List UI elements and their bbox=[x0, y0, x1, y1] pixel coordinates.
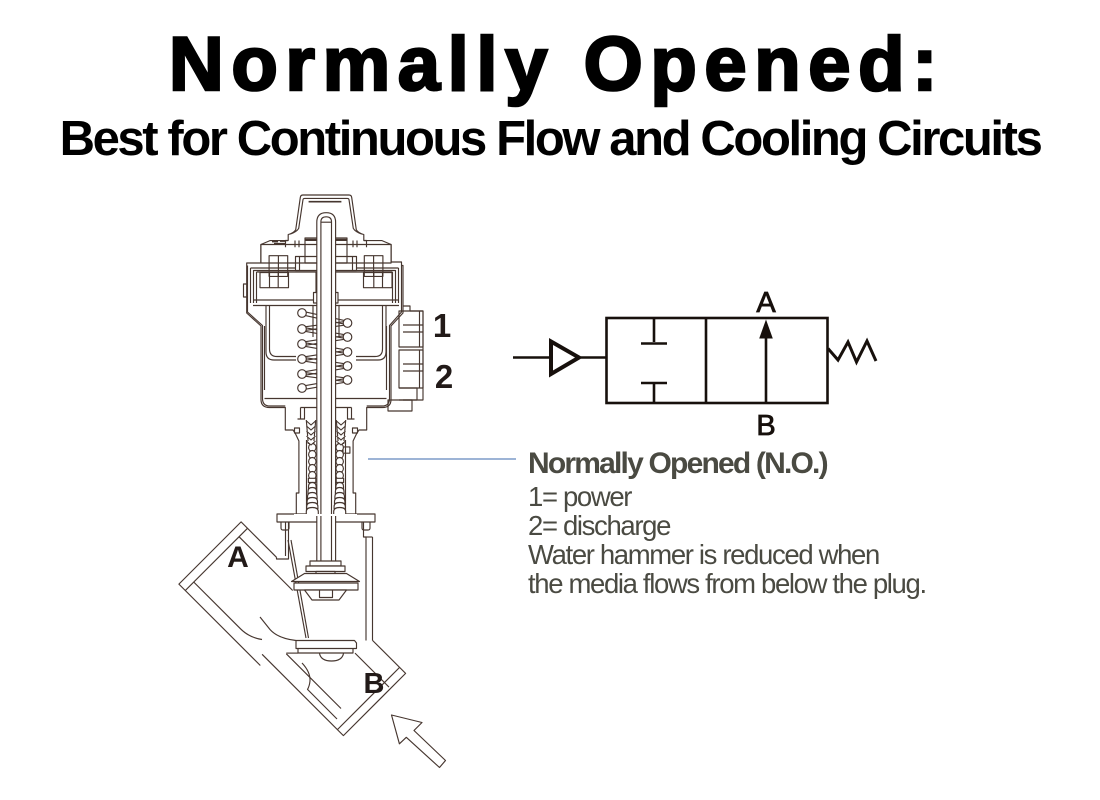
svg-text:B: B bbox=[756, 410, 775, 442]
svg-text:1: 1 bbox=[433, 307, 451, 344]
svg-text:A: A bbox=[227, 541, 249, 574]
svg-text:B: B bbox=[364, 668, 385, 700]
svg-text:A: A bbox=[756, 287, 776, 319]
svg-text:2: 2 bbox=[435, 358, 453, 395]
